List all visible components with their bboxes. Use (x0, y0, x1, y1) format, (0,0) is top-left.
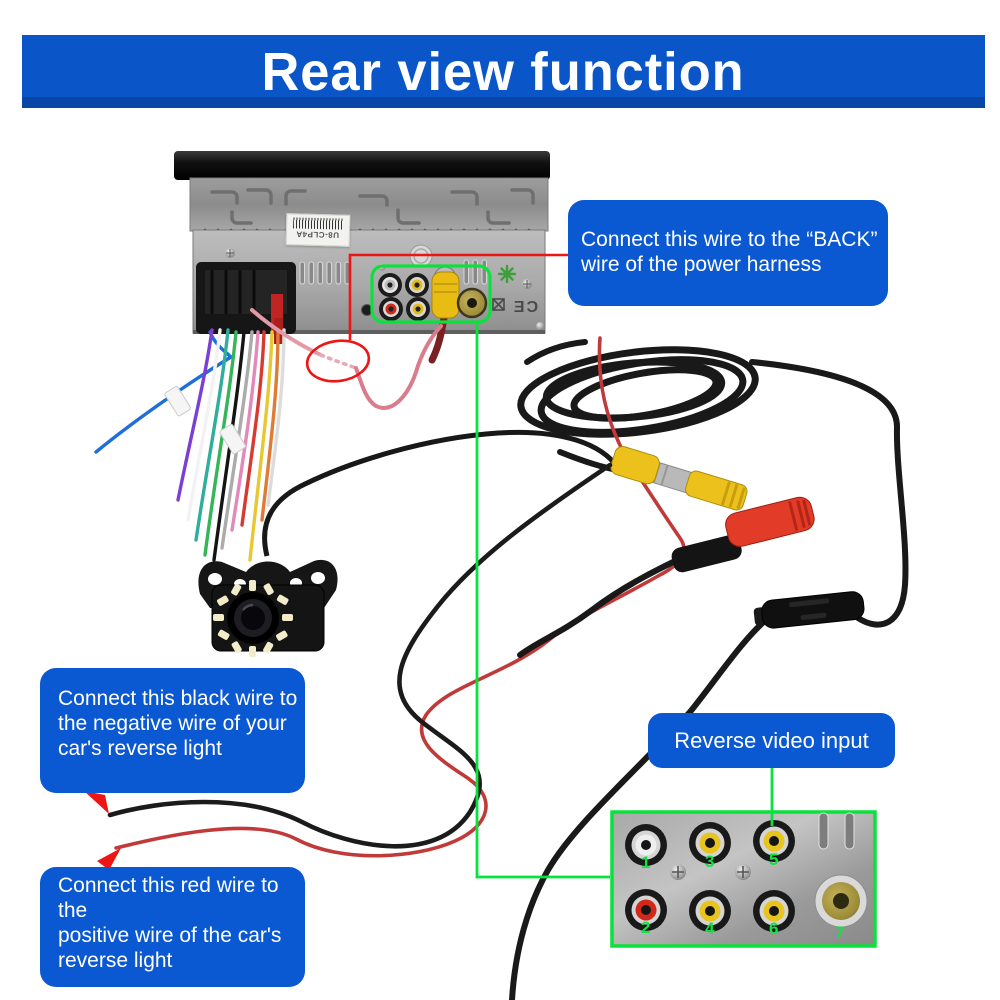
camera-cable (262, 429, 621, 557)
jack-number-3: 3 (705, 852, 714, 871)
green-connector-line (475, 322, 610, 879)
back-wire-pointer-line (348, 253, 568, 340)
callout-black-wire-text: Connect this black wire to the negative … (58, 687, 298, 760)
camera-leds (213, 580, 293, 657)
callout-red-wire-text: Connect this red wire to the positive wi… (58, 874, 282, 972)
wire-tags (164, 385, 246, 455)
model-number-text: U8-CLP4A (296, 229, 340, 240)
closeup-highlight-border (610, 810, 877, 948)
yellow-rca-plug (428, 266, 460, 364)
chassis-screws (225, 248, 544, 330)
connector-tangle (509, 359, 909, 1000)
jack-number-5: 5 (769, 850, 778, 869)
ce-mark: CE (512, 299, 538, 316)
stereo-model-label: U8-CLP4A (285, 213, 351, 247)
long-black-wire (107, 462, 613, 849)
banner-shade (22, 97, 985, 108)
back-wire (250, 308, 443, 410)
black-wire-arrow (84, 791, 109, 814)
callout-reverse-video-text: Reverse video input (674, 727, 869, 753)
harness-wires (94, 328, 286, 562)
stamped-cutouts (210, 188, 535, 225)
callout-black-wire: Connect this black wire to the negative … (40, 668, 305, 793)
weee-icon (492, 298, 505, 311)
wiring-harness (94, 262, 296, 562)
closeup-jack-6 (753, 890, 795, 932)
cable-coil (517, 339, 759, 473)
rca-closeup-panel: 1 2 3 4 5 6 7 (610, 810, 877, 948)
closeup-jack-1 (625, 824, 667, 866)
jack-number-7: 7 (835, 923, 844, 942)
callout-reverse-video: Reverse video input (648, 713, 895, 768)
barcode (293, 217, 344, 230)
long-red-wire (114, 336, 686, 858)
back-wire-circle (305, 339, 371, 383)
jack-number-1: 1 (641, 853, 650, 872)
stereo-rca-jacks (378, 273, 430, 321)
red-wire-arrow (97, 848, 121, 870)
yellow-coupling (610, 446, 748, 511)
callout-back-wire: Connect this wire to the “BACK” wire of … (568, 200, 888, 306)
closeup-jack-4 (689, 890, 731, 932)
jack-number-4: 4 (705, 919, 715, 938)
antenna-socket (456, 287, 488, 319)
stereo-front-fascia (174, 151, 550, 180)
closeup-jack-2 (625, 889, 667, 931)
annotations (84, 253, 774, 879)
qc-logo (497, 264, 517, 284)
inline-module (753, 591, 865, 629)
power-coupling (671, 496, 815, 573)
callout-back-wire-text: Connect this wire to the “BACK” wire of … (581, 228, 878, 276)
title-banner: Rear view function (22, 35, 985, 108)
backup-camera (198, 429, 621, 657)
jack-number-6: 6 (769, 919, 778, 938)
page-title: Rear view function (261, 41, 746, 102)
stereo-unit: CE (174, 151, 550, 364)
jack-number-2: 2 (641, 918, 650, 937)
closeup-jack-3 (689, 822, 731, 864)
callout-red-wire: Connect this red wire to the positive wi… (40, 867, 305, 987)
stereo-rca-highlight (370, 264, 492, 324)
closeup-jack-7 (814, 874, 868, 928)
closeup-jack-5 (753, 820, 795, 862)
